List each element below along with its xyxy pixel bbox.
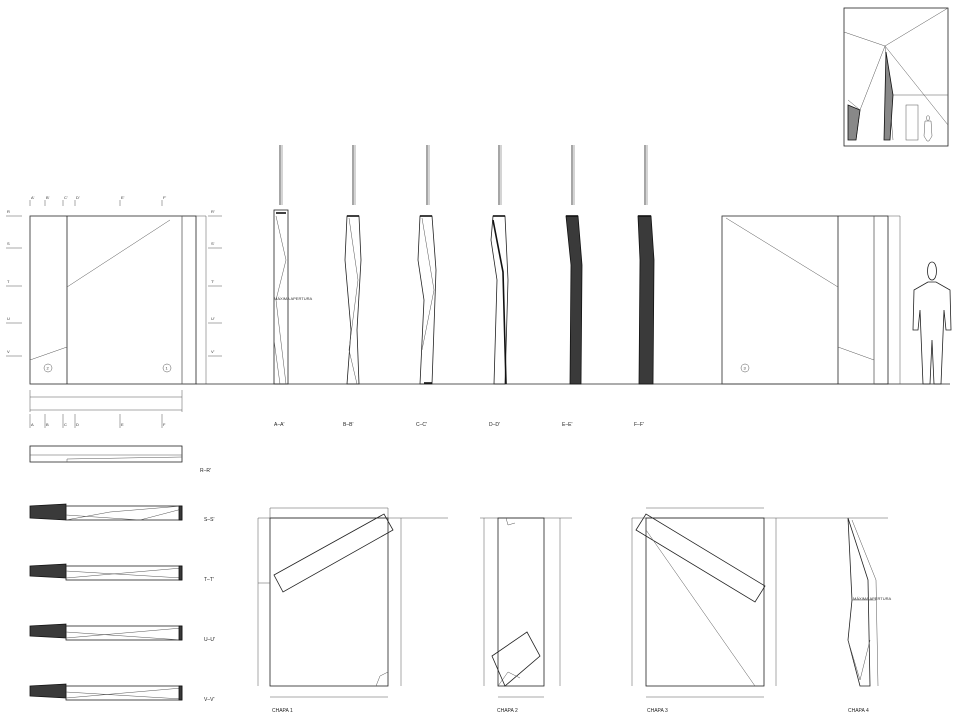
max-opening-label-section: MÁXIMA APERTURA <box>274 296 312 301</box>
plan-s: S–S' <box>29 503 214 523</box>
section-f-label: F–F' <box>634 422 644 428</box>
elevation-marker-2 <box>43 363 53 373</box>
grid-mark-top-6: F' <box>163 195 166 200</box>
elevation-marker-1 <box>162 363 172 373</box>
section-f: F–F' <box>634 145 655 428</box>
grid-mark-top-2: B' <box>46 195 50 200</box>
grid-mark-bottom-4: D <box>76 422 79 427</box>
grid-marks-left: R S T U V <box>6 209 22 357</box>
elevation-marker-3 <box>740 363 750 373</box>
grid-mark-right-4: U' <box>211 316 215 321</box>
grid-marks-bottom: A B C D E F <box>29 414 166 428</box>
grid-mark-top-5: E' <box>121 195 125 200</box>
sheet-4-label: CHAPA 4 <box>848 708 869 714</box>
grid-mark-left-3: T <box>7 279 10 284</box>
sheet-1-label: CHAPA 1 <box>272 708 293 714</box>
grid-mark-bottom-5: E <box>121 422 124 427</box>
grid-mark-left-4: U <box>7 316 10 321</box>
grid-mark-bottom-1: A <box>31 422 34 427</box>
grid-mark-right-5: V' <box>211 349 215 354</box>
max-opening-label-sheet: MÁXIMA APERTURA <box>853 596 891 601</box>
section-a: MÁXIMA APERTURA A–A' <box>273 145 312 428</box>
elevation-mark-2: 2 <box>47 366 50 371</box>
plan-r: R–R' <box>29 445 211 474</box>
plan-u: U–U' <box>29 623 215 643</box>
sheet-1: CHAPA 1 <box>257 507 402 714</box>
plan-t-label: T–T' <box>204 577 214 583</box>
section-e: E–E' <box>562 145 583 428</box>
section-c: C–C' <box>416 145 437 428</box>
section-a-label: A–A' <box>274 422 284 428</box>
grid-marks-right: R' S' T' U' V' <box>208 209 222 357</box>
elevation-right: 3 <box>721 215 901 385</box>
grid-mark-left-2: S <box>7 241 10 246</box>
elevation-mark-1: 1 <box>166 366 169 371</box>
perspective-thumbnail <box>843 7 949 147</box>
grid-mark-left-5: V <box>7 349 10 354</box>
human-figure-icon <box>923 115 933 142</box>
elevation-mark-3: 3 <box>744 366 747 371</box>
grid-mark-right-1: R' <box>211 209 215 214</box>
sheet-3: CHAPA 3 <box>631 507 777 714</box>
grid-mark-bottom-3: C <box>64 422 67 427</box>
grid-mark-bottom-6: F <box>163 422 166 427</box>
section-b-label: B–B' <box>343 422 353 428</box>
grid-mark-top-1: A' <box>31 195 35 200</box>
section-b: B–B' <box>343 145 362 428</box>
plan-v: V–V' <box>29 683 214 703</box>
sheet-4: MÁXIMA APERTURA CHAPA 4 <box>847 517 891 714</box>
scale-figure-icon <box>912 261 952 385</box>
grid-mark-left-1: R <box>7 209 10 214</box>
sheet-2: CHAPA 2 <box>483 517 561 714</box>
section-c-label: C–C' <box>416 422 427 428</box>
sheet-2-label: CHAPA 2 <box>497 708 518 714</box>
grid-mark-top-3: C' <box>64 195 68 200</box>
sheet-3-label: CHAPA 3 <box>647 708 668 714</box>
grid-mark-top-4: D' <box>76 195 80 200</box>
plan-t: T–T' <box>29 563 214 583</box>
section-d: D–D' <box>489 145 509 428</box>
plan-v-label: V–V' <box>204 697 214 703</box>
elevation-left: A' B' C' D' E' F' R S T U V R' S' T' U' … <box>6 195 222 428</box>
section-d-label: D–D' <box>489 422 500 428</box>
grid-mark-right-2: S' <box>211 241 215 246</box>
section-e-label: E–E' <box>562 422 572 428</box>
plan-u-label: U–U' <box>204 637 215 643</box>
grid-mark-bottom-2: B <box>46 422 49 427</box>
grid-mark-right-3: T' <box>211 279 214 284</box>
plan-r-label: R–R' <box>200 468 211 474</box>
plan-s-label: S–S' <box>204 517 214 523</box>
grid-marks-top: A' B' C' D' E' F' <box>29 195 166 206</box>
